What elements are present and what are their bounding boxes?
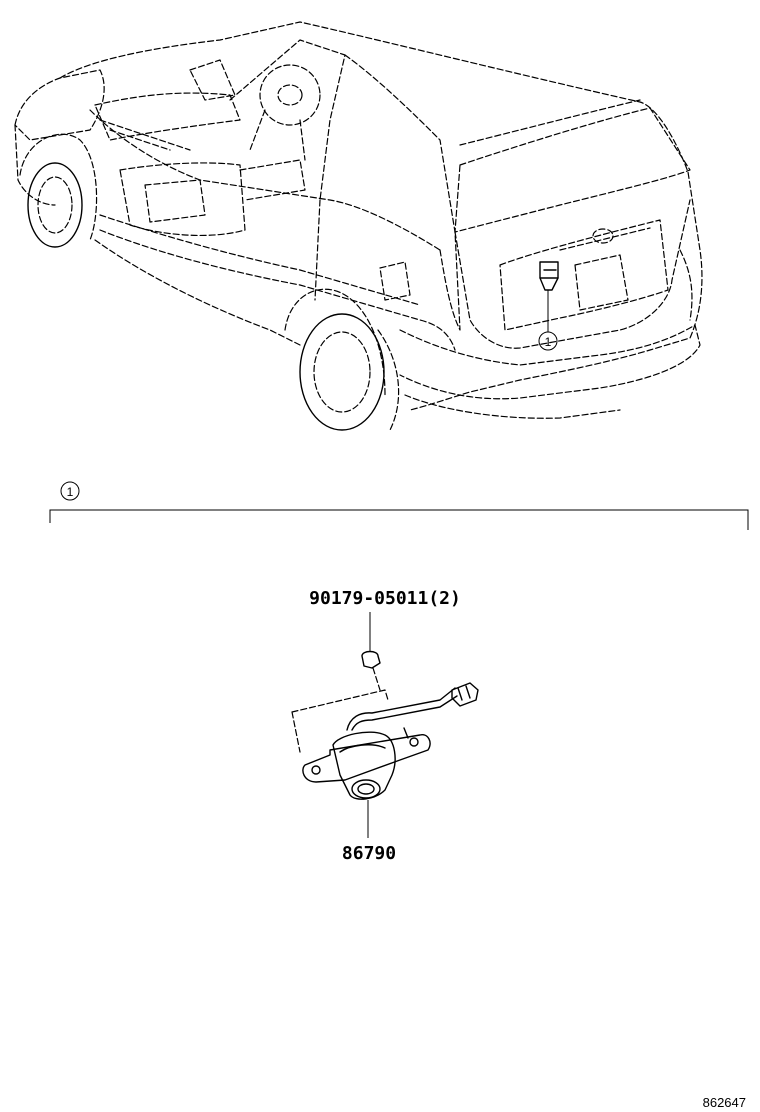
detail-section-bracket (49, 481, 749, 530)
rear-view-camera (291, 682, 479, 838)
front-wheel (19, 133, 98, 248)
camera-location-marker (538, 261, 559, 351)
callout-marker-detail: 1 (67, 485, 74, 499)
diagram-reference-code: 862647 (703, 1095, 746, 1110)
callout-marker-vehicle: 1 (545, 335, 552, 349)
rear-wheel (284, 288, 400, 431)
screw-part (361, 612, 381, 691)
screw-part-number: 90179-05011(2) (309, 588, 461, 609)
vehicle-illustration (14, 21, 703, 431)
camera-part-number: 86790 (342, 843, 396, 864)
